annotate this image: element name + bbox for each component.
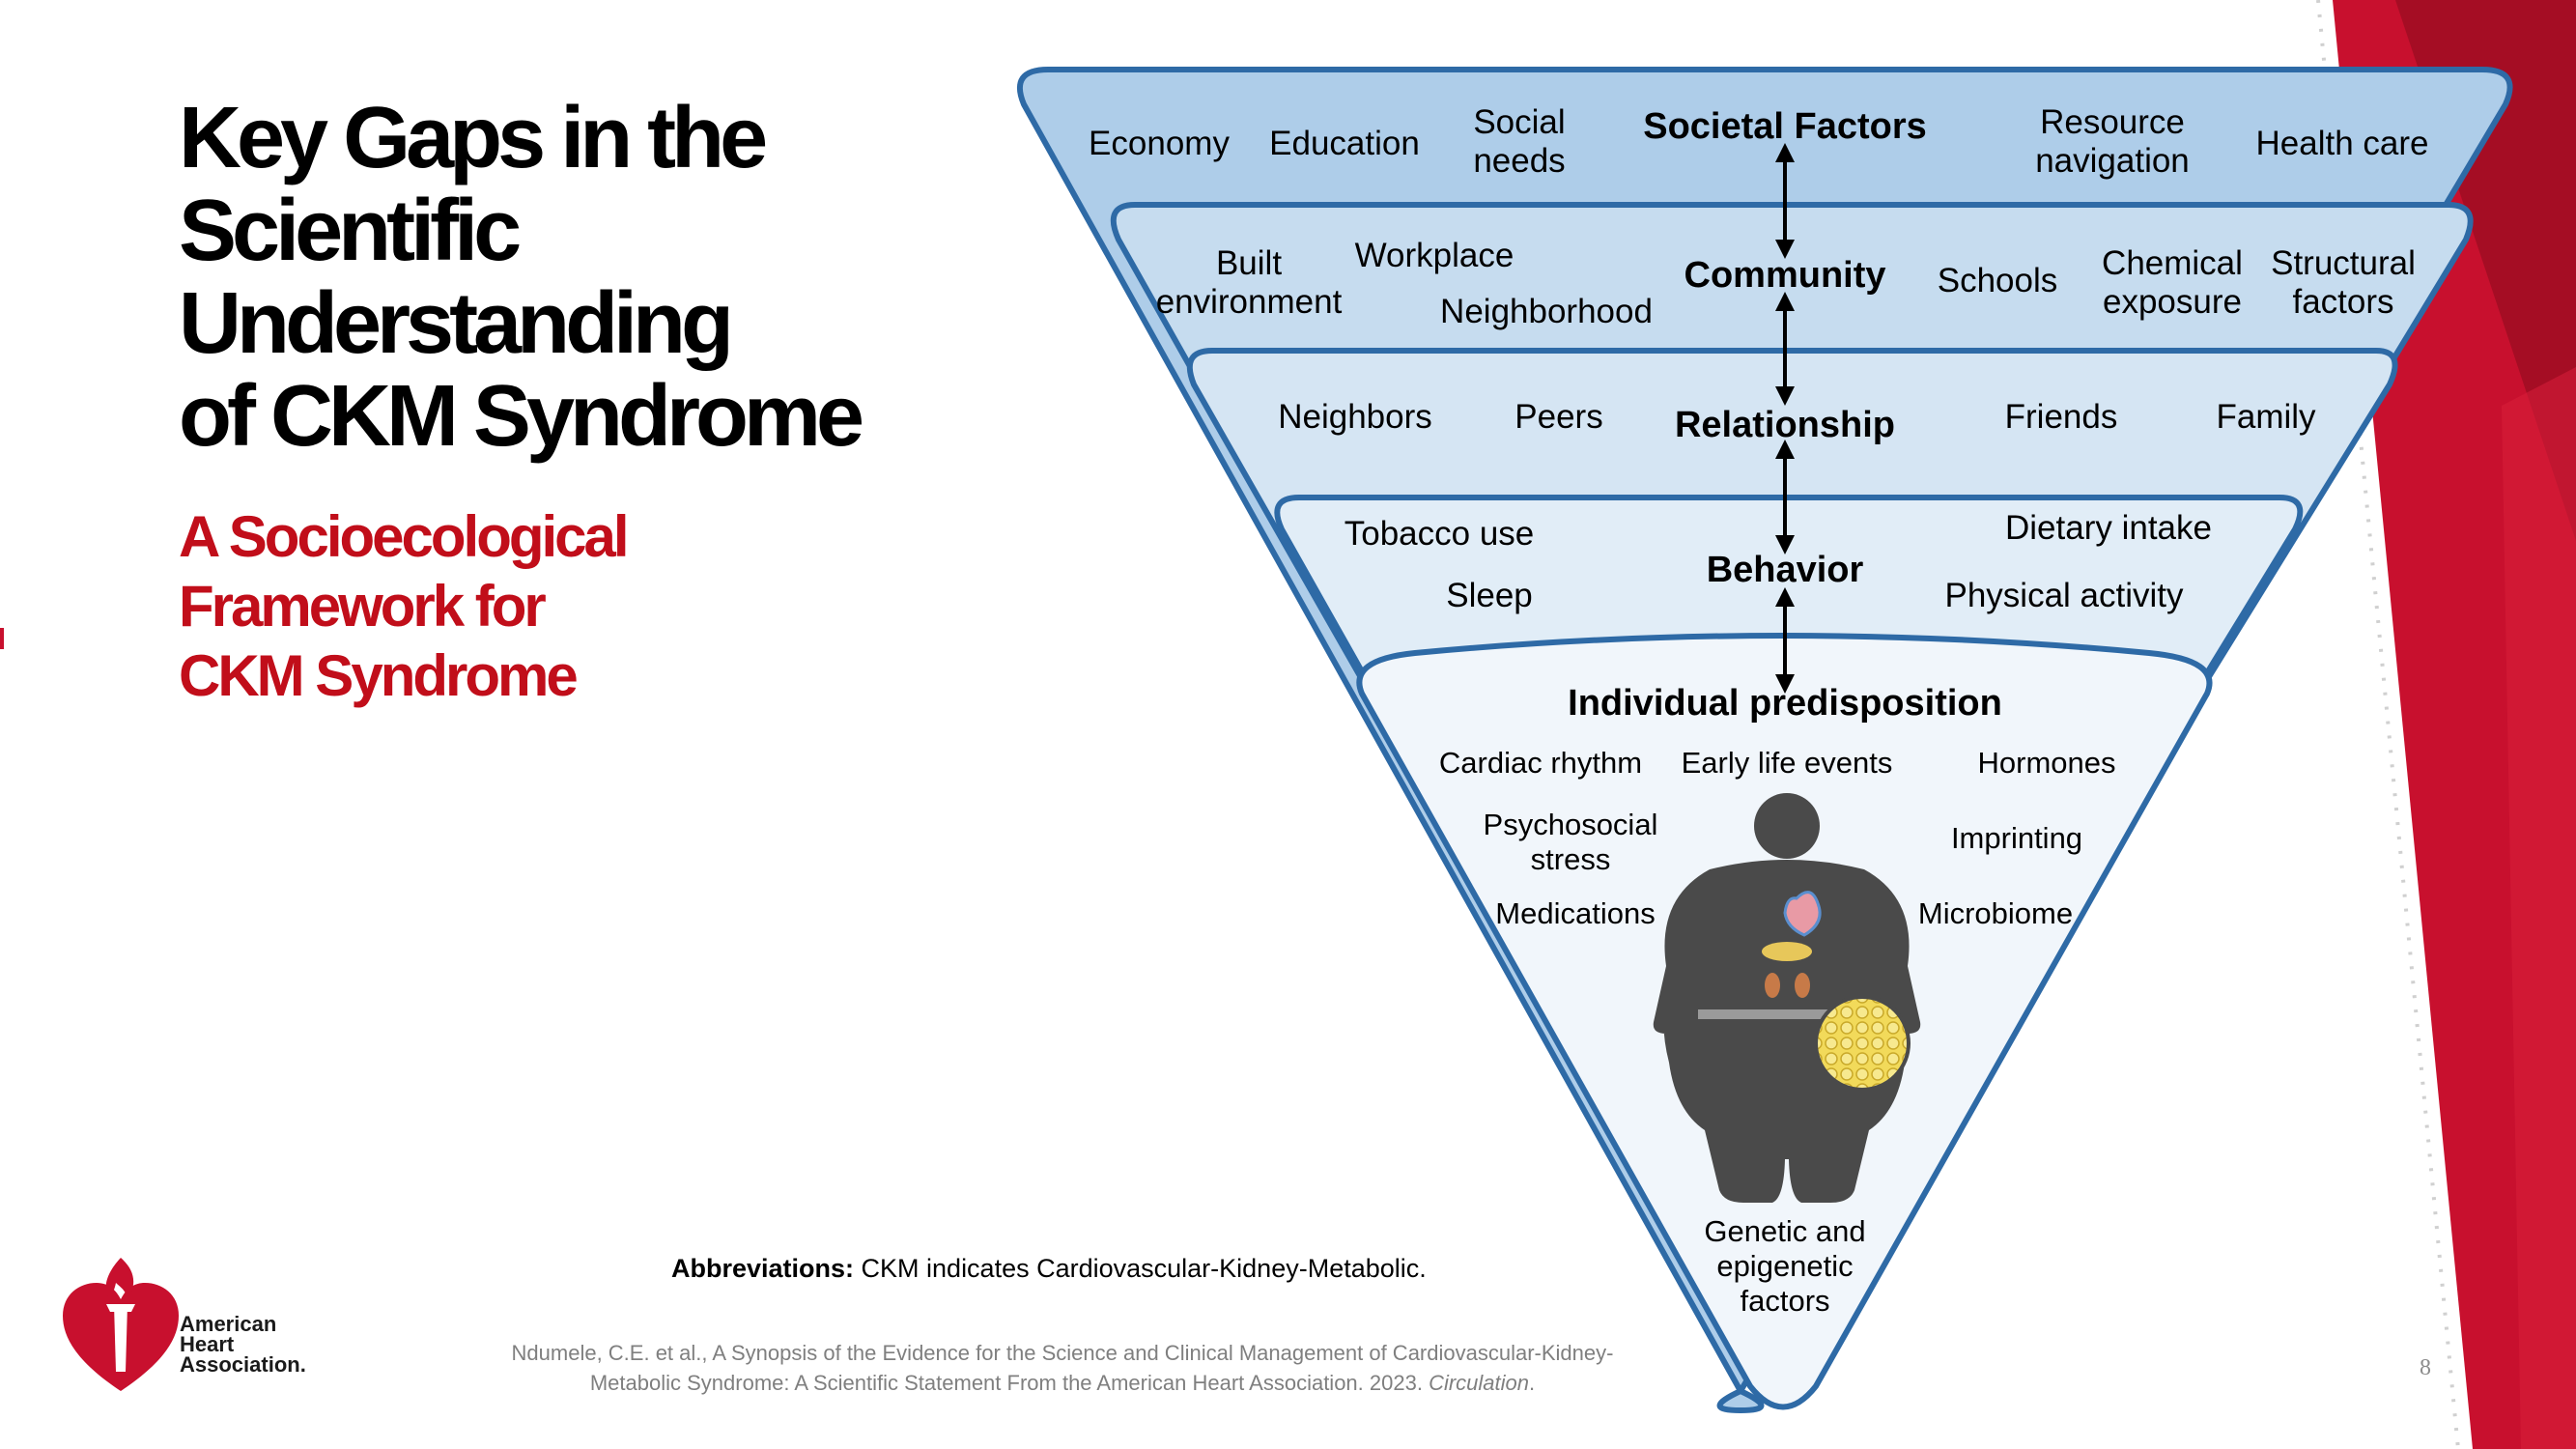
- label-genetic-3: factors: [1740, 1284, 1829, 1318]
- citation: Ndumele, C.E. et al., A Synopsis of the …: [435, 1338, 1690, 1398]
- label-tobacco-use: Tobacco use: [1345, 515, 1535, 553]
- label-health-care: Health care: [2256, 125, 2429, 162]
- subtitle-line: Framework for: [179, 574, 547, 639]
- subtitle-line: CKM Syndrome: [179, 643, 579, 708]
- label-resource-navigation-1: Resource: [2040, 103, 2185, 141]
- societal-heading: Societal Factors: [1643, 106, 1927, 147]
- heart-icon: [1783, 891, 1822, 937]
- label-workplace: Workplace: [1355, 237, 1514, 274]
- logo-flame-shape: [105, 1258, 134, 1302]
- ribbon-highlight: [2502, 367, 2576, 1449]
- kidney-right-icon: [1795, 973, 1810, 998]
- label-neighborhood: Neighborhood: [1440, 293, 1653, 330]
- aha-heart-torch-logo-icon: [63, 1258, 179, 1391]
- label-sleep: Sleep: [1446, 577, 1533, 614]
- citation-end: .: [1529, 1371, 1536, 1395]
- label-education: Education: [1269, 125, 1420, 162]
- body-shape: [1653, 860, 1921, 1203]
- abbreviations-note: Abbreviations: CKM indicates Cardiovascu…: [671, 1254, 1427, 1284]
- label-psychosocial-stress-1: Psychosocial: [1484, 808, 1658, 841]
- logo-text-line: American: [180, 1312, 277, 1336]
- label-cardiac-rhythm: Cardiac rhythm: [1439, 746, 1642, 780]
- label-psychosocial-stress-2: stress: [1531, 842, 1611, 876]
- label-physical-activity: Physical activity: [1944, 577, 2184, 614]
- label-social-needs-1: Social: [1473, 103, 1565, 141]
- pancreas-icon: [1762, 942, 1812, 961]
- slide-title: Key Gaps in the Scientific Understanding…: [179, 92, 1048, 463]
- label-schools: Schools: [1938, 262, 2058, 299]
- community-heading: Community: [1684, 255, 1886, 296]
- citation-journal: Circulation: [1429, 1371, 1529, 1395]
- label-chemical-exposure-2: exposure: [2103, 283, 2242, 321]
- label-imprinting: Imprinting: [1951, 821, 2082, 855]
- citation-line-2-text: Metabolic Syndrome: A Scientific Stateme…: [589, 1371, 1430, 1395]
- logo-text-line: Association.: [180, 1352, 306, 1377]
- individual-heading: Individual predisposition: [1568, 683, 2002, 724]
- logo-torch-cup: [106, 1304, 135, 1312]
- label-built-environment-2: environment: [1156, 283, 1343, 321]
- page-number: 8: [2420, 1355, 2431, 1380]
- label-family: Family: [2216, 398, 2316, 436]
- label-built-environment-1: Built: [1216, 244, 1282, 282]
- label-structural-factors-2: factors: [2292, 283, 2393, 321]
- waist-band: [1698, 1009, 1874, 1019]
- label-dietary-intake: Dietary intake: [2005, 509, 2212, 547]
- logo-text-line: Heart: [180, 1332, 235, 1356]
- abbreviations-label: Abbreviations:: [671, 1254, 855, 1283]
- label-resource-navigation-2: navigation: [2035, 142, 2190, 180]
- title-line: Scientific: [179, 183, 522, 279]
- head-shape: [1754, 793, 1820, 859]
- label-peers: Peers: [1514, 398, 1602, 436]
- behavior-heading: Behavior: [1707, 550, 1864, 590]
- label-genetic-1: Genetic and: [1704, 1214, 1865, 1248]
- label-microbiome: Microbiome: [1918, 896, 2073, 930]
- label-chemical-exposure-1: Chemical: [2102, 244, 2243, 282]
- citation-line-2: Metabolic Syndrome: A Scientific Stateme…: [435, 1368, 1690, 1398]
- label-medications: Medications: [1495, 896, 1655, 930]
- kidney-left-icon: [1765, 973, 1780, 998]
- label-hormones: Hormones: [1978, 746, 2116, 780]
- subtitle-line: A Socioecological: [179, 504, 630, 569]
- label-social-needs-2: needs: [1473, 142, 1565, 180]
- citation-line-1: Ndumele, C.E. et al., A Synopsis of the …: [511, 1341, 1614, 1365]
- abbreviations-text: CKM indicates Cardiovascular-Kidney-Meta…: [854, 1254, 1427, 1283]
- title-line: Key Gaps in the: [179, 90, 768, 186]
- label-neighbors: Neighbors: [1278, 398, 1432, 436]
- human-silhouette-icon: [1653, 793, 1921, 1203]
- label-early-life-events: Early life events: [1682, 746, 1893, 780]
- aha-logo-text: American Heart Association.: [180, 1312, 306, 1377]
- slide-subtitle: A Socioecological Framework for CKM Synd…: [179, 502, 951, 711]
- label-structural-factors-1: Structural: [2271, 244, 2416, 282]
- left-edge-mark: [0, 628, 4, 649]
- logo-torch-handle: [114, 1304, 127, 1372]
- label-genetic-2: epigenetic: [1716, 1249, 1853, 1283]
- label-economy: Economy: [1089, 125, 1230, 162]
- fat-cells-magnifier-icon: [1814, 995, 1911, 1092]
- label-friends: Friends: [2005, 398, 2118, 436]
- title-line: of CKM Syndrome: [179, 368, 864, 465]
- relationship-heading: Relationship: [1675, 405, 1895, 445]
- title-line: Understanding: [179, 275, 734, 372]
